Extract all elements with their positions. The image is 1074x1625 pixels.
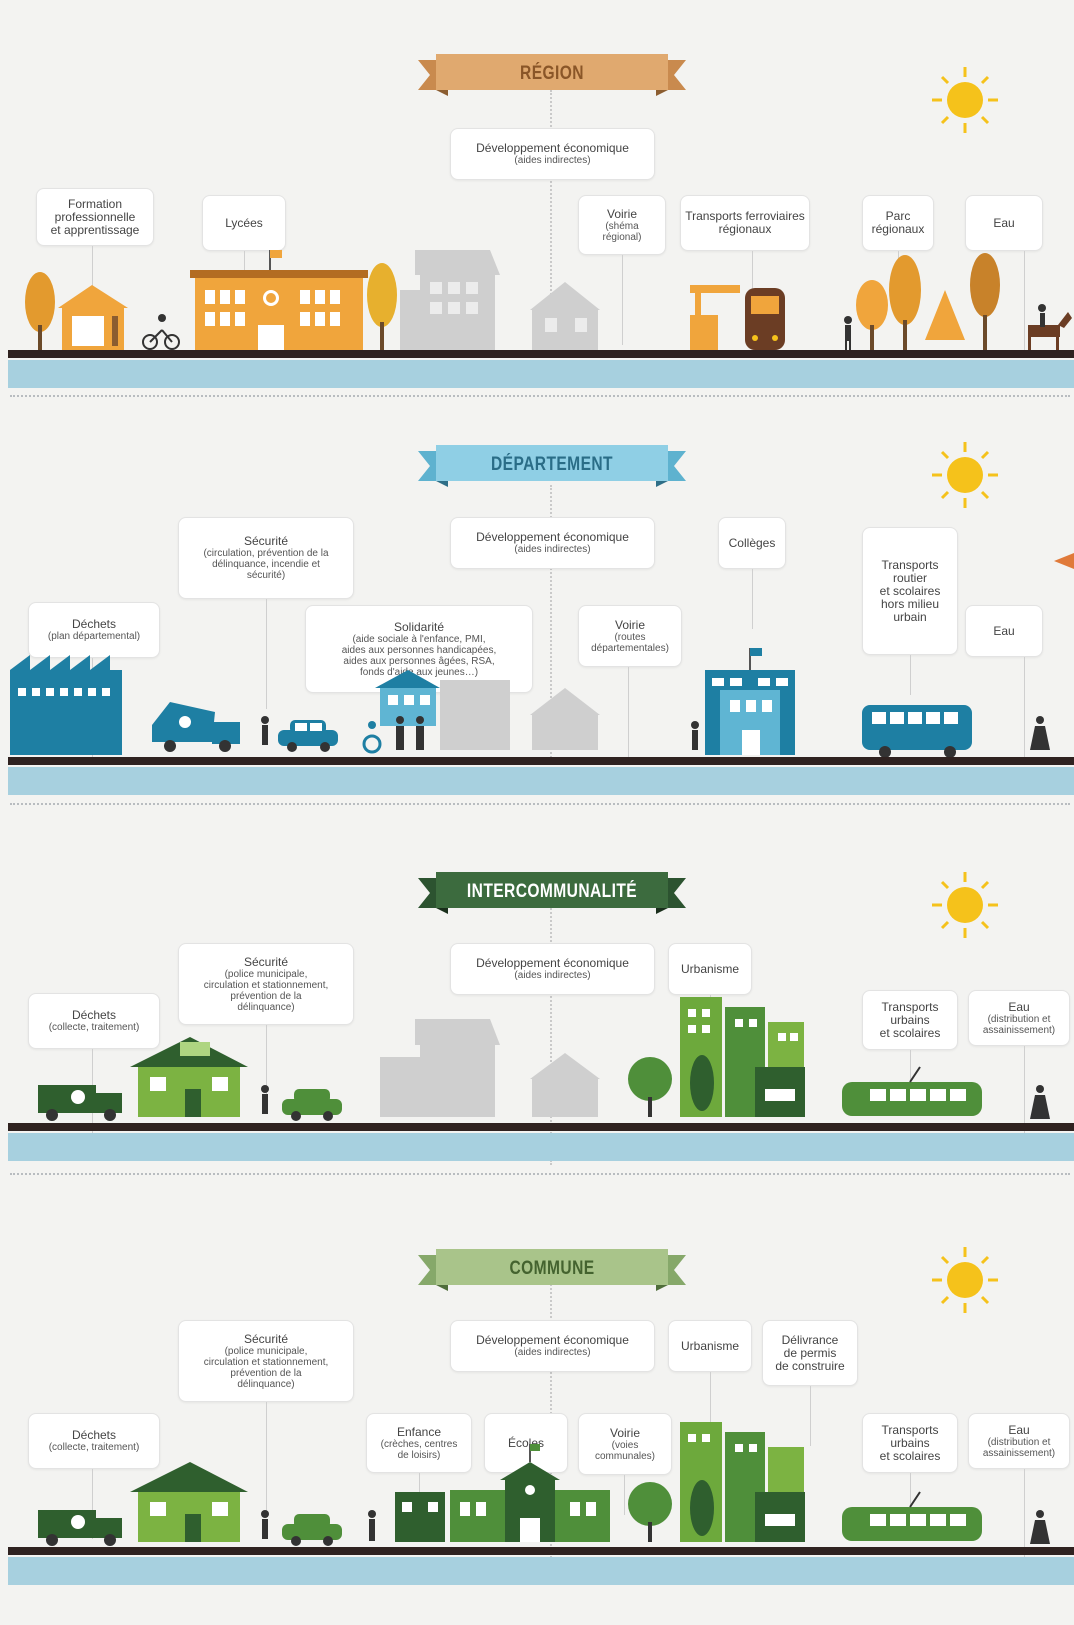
water-band — [8, 1133, 1074, 1161]
label-eau: Eau (distribution et assainissement) — [968, 1413, 1070, 1469]
water-band — [8, 1557, 1074, 1585]
factory-icon — [10, 655, 122, 755]
water-band — [8, 360, 1074, 388]
sun-icon — [932, 872, 998, 938]
train-icon — [745, 288, 785, 350]
label-urbanisme: Urbanisme — [668, 1320, 752, 1372]
label-dev-eco: Développement économique (aides indirect… — [450, 128, 655, 180]
banner-title: INTERCOMMUNALITÉ — [466, 881, 638, 902]
label-permis: Délivrance de permis de construire — [762, 1320, 858, 1386]
pedestrian-icon — [1030, 716, 1050, 750]
label-voirie: Voirie (routes départementales) — [578, 605, 682, 667]
workshop-icon — [58, 285, 128, 308]
garbage-truck-icon — [38, 1085, 122, 1121]
banner-commune: COMMUNE — [418, 1247, 686, 1291]
bus-icon — [862, 705, 972, 758]
region-scene — [25, 250, 1072, 350]
label-dechets: Déchets (collecte, traitement) — [28, 1413, 160, 1469]
section-departement: DÉPARTEMENT Sécurité (circulation, préve… — [0, 405, 1074, 805]
sun-icon — [932, 1247, 998, 1313]
label-transports: Transports ferroviaires régionaux — [680, 195, 810, 251]
label-ecoles: Écoles — [484, 1413, 568, 1473]
arrow-icon — [1054, 553, 1074, 569]
banner-departement: DÉPARTEMENT — [418, 443, 686, 487]
garbage-truck-icon — [38, 1510, 122, 1546]
label-eau: Eau (distribution et assainissement) — [968, 990, 1070, 1046]
label-transports: Transports urbains et scolaires — [862, 1413, 958, 1473]
label-eau: Eau — [965, 605, 1043, 657]
section-commune: COMMUNE Sécurité (police municipale, cir… — [0, 1185, 1074, 1625]
label-parc: Parc régionaux — [862, 195, 934, 251]
car-icon — [282, 1514, 342, 1546]
label-voirie: Voirie (shéma régional) — [578, 195, 666, 255]
label-urbanisme: Urbanisme — [668, 943, 752, 995]
commune-scene — [38, 1422, 1050, 1546]
sun-icon — [932, 67, 998, 133]
creche-building — [395, 1492, 445, 1542]
label-dev-eco: Développement économique (aides indirect… — [450, 1320, 655, 1372]
pedestrian-icon — [844, 316, 852, 350]
label-transports: Transports routier et scolaires hors mil… — [862, 527, 958, 655]
label-voirie: Voirie (voies communales) — [578, 1413, 672, 1475]
center-divider — [550, 485, 552, 765]
label-dechets: Déchets (collecte, traitement) — [28, 993, 160, 1049]
center-divider — [550, 885, 552, 1165]
label-eau: Eau — [965, 195, 1043, 251]
banner-title: RÉGION — [520, 63, 584, 84]
label-dev-eco: Développement économique (aides indirect… — [450, 943, 655, 995]
label-transports: Transports urbains et scolaires — [862, 990, 958, 1050]
pedestrian-icon — [1030, 1510, 1050, 1544]
center-divider — [550, 90, 552, 350]
label-formation: Formation professionnelle et apprentissa… — [36, 188, 154, 246]
school-building — [450, 1444, 610, 1542]
section-intercommunalite: INTERCOMMUNALITÉ Sécurité (police munici… — [0, 805, 1074, 1185]
banner-title: DÉPARTEMENT — [491, 454, 613, 475]
college-building — [705, 648, 795, 755]
departement-scene — [10, 648, 1050, 758]
label-lycees: Lycées — [202, 195, 286, 251]
banner-intercommunalite: INTERCOMMUNALITÉ — [418, 870, 686, 914]
section-region: RÉGION Formation professionnelle et appr… — [0, 0, 1074, 397]
sun-icon — [932, 442, 998, 508]
label-dechets: Déchets (plan départemental) — [28, 602, 160, 658]
wheelchair-icon — [362, 734, 382, 754]
cyclist-icon — [142, 329, 180, 350]
label-securite: Sécurité (circulation, prévention de la … — [178, 517, 354, 599]
horse-rider-icon — [1028, 304, 1072, 350]
car-icon — [278, 720, 338, 752]
water-band — [8, 767, 1074, 795]
label-colleges: Collèges — [718, 517, 786, 569]
banner-region: RÉGION — [418, 52, 686, 96]
label-enfance: Enfance (crèches, centres de loisirs) — [366, 1413, 472, 1473]
car-icon — [282, 1089, 342, 1121]
label-securite: Sécurité (police municipale, circulation… — [178, 1320, 354, 1402]
garbage-truck-icon — [152, 702, 240, 752]
tram-icon — [842, 1066, 982, 1116]
banner-title: COMMUNE — [509, 1258, 595, 1279]
label-dev-eco: Développement économique (aides indirect… — [450, 517, 655, 569]
pedestrian-icon — [1030, 1085, 1050, 1119]
label-securite: Sécurité (police municipale, circulation… — [178, 943, 354, 1025]
intercommunalite-scene — [38, 997, 1050, 1121]
tram-icon — [842, 1491, 982, 1541]
